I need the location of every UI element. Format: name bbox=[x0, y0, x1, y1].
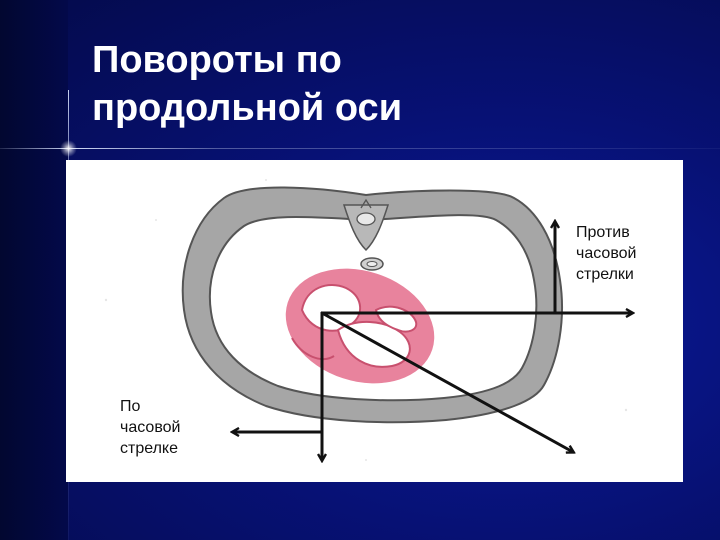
heart bbox=[285, 268, 435, 384]
axis-diagonal-arrow bbox=[320, 311, 573, 452]
chest-wall-ring bbox=[181, 186, 563, 424]
vertebra bbox=[342, 198, 390, 271]
clockwise-label: По часовой стрелке bbox=[120, 398, 181, 457]
diagram-figure: Против часовой стрелки По часовой стрелк… bbox=[66, 160, 683, 482]
decorative-horizontal-line bbox=[0, 148, 720, 149]
chest-cross-section-diagram bbox=[104, 179, 683, 482]
left-shade-panel bbox=[0, 0, 68, 540]
slide-title: Повороты по продольной оси bbox=[92, 39, 403, 129]
counterclockwise-label: Против часовой стрелки bbox=[576, 224, 637, 283]
sparkle-icon bbox=[60, 140, 77, 157]
rotation-arrows bbox=[233, 222, 632, 460]
